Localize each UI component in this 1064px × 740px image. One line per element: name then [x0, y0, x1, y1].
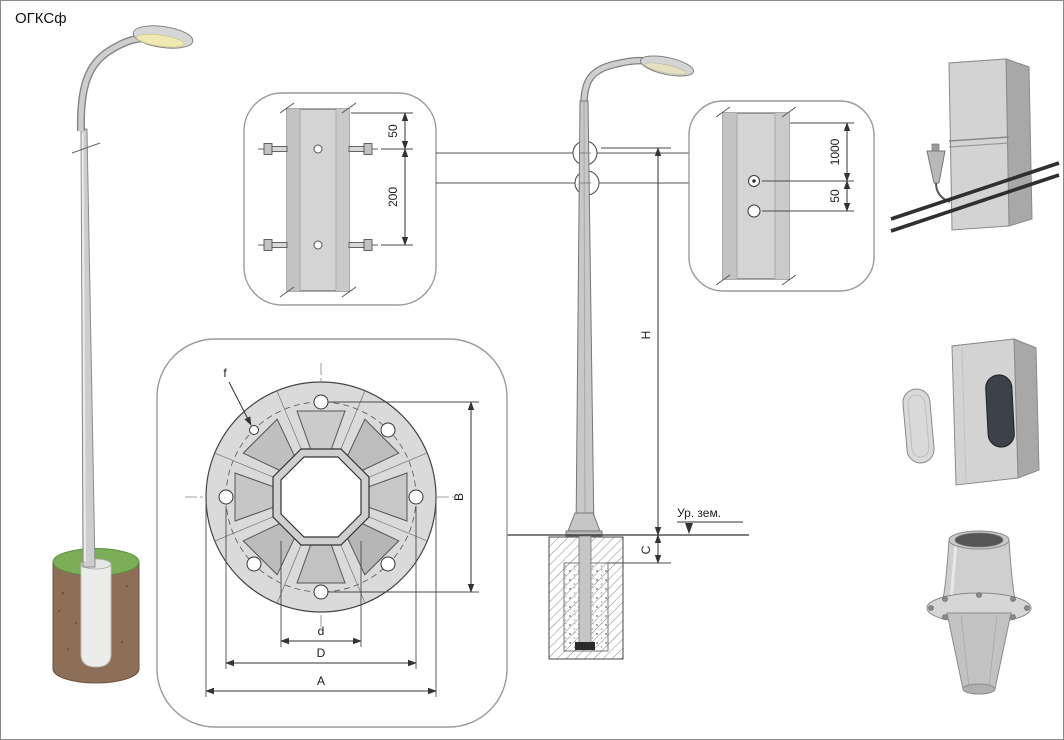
drawing-title: ОГКСф: [15, 10, 67, 27]
grounding-hole: [249, 425, 259, 435]
dim-label-50-side: 50: [828, 189, 842, 203]
cable-hole: [747, 204, 761, 218]
clamp-detail-callout: 50 200: [243, 92, 437, 306]
ground-level-arrow: [685, 523, 693, 534]
luminaire-head: [132, 25, 194, 49]
dim-label-A: A: [317, 674, 325, 688]
wedge-clamp: [926, 150, 946, 184]
embedment-sleeve: [80, 563, 112, 668]
socket-skirt: [946, 612, 1012, 695]
pole-elevation-drawing: H C Ур. зем.: [503, 55, 749, 660]
shaft-bottom-cap: [575, 642, 595, 650]
embedded-shaft: [578, 535, 592, 645]
foundation-socket-render: [926, 530, 1032, 695]
pole-3d-render: [52, 25, 194, 684]
bolt-hole-bottom: [313, 240, 323, 250]
socket-opening: [954, 532, 1004, 548]
bolt-hole-top: [313, 144, 323, 154]
dim-label-200: 200: [386, 187, 400, 207]
handhole-opening: [985, 374, 1015, 448]
dim-label-1000: 1000: [828, 138, 842, 165]
dim-label-C: C: [639, 545, 653, 554]
flange-bolt-holes: [218, 394, 424, 600]
hole-detail-callout: 1000 50: [688, 100, 875, 292]
dim-label-50-top: 50: [386, 124, 400, 138]
dim-label-D: D: [317, 646, 326, 660]
cover-plate: [902, 388, 935, 464]
flange-plan-callout: f B d D A: [156, 338, 508, 728]
dim-label-d: d: [318, 624, 325, 638]
callout-leader-lines: [436, 140, 689, 196]
pole-strap: [948, 136, 1010, 142]
dim-label-f: f: [223, 366, 227, 380]
dim-label-B: B: [452, 493, 466, 501]
anchor-rod-1: [890, 161, 1060, 221]
anchor-rod-2: [890, 173, 1060, 233]
grounding-assembly-render: [890, 58, 1060, 233]
octagon-hole: [280, 456, 362, 538]
ground-level-label: Ур. зем.: [677, 506, 721, 520]
pole-base-bell: [567, 512, 601, 532]
handhole-cover-render: [902, 338, 1040, 486]
break-mark: [71, 142, 101, 154]
dim-label-H: H: [639, 331, 653, 340]
elevation-luminaire: [640, 55, 694, 77]
